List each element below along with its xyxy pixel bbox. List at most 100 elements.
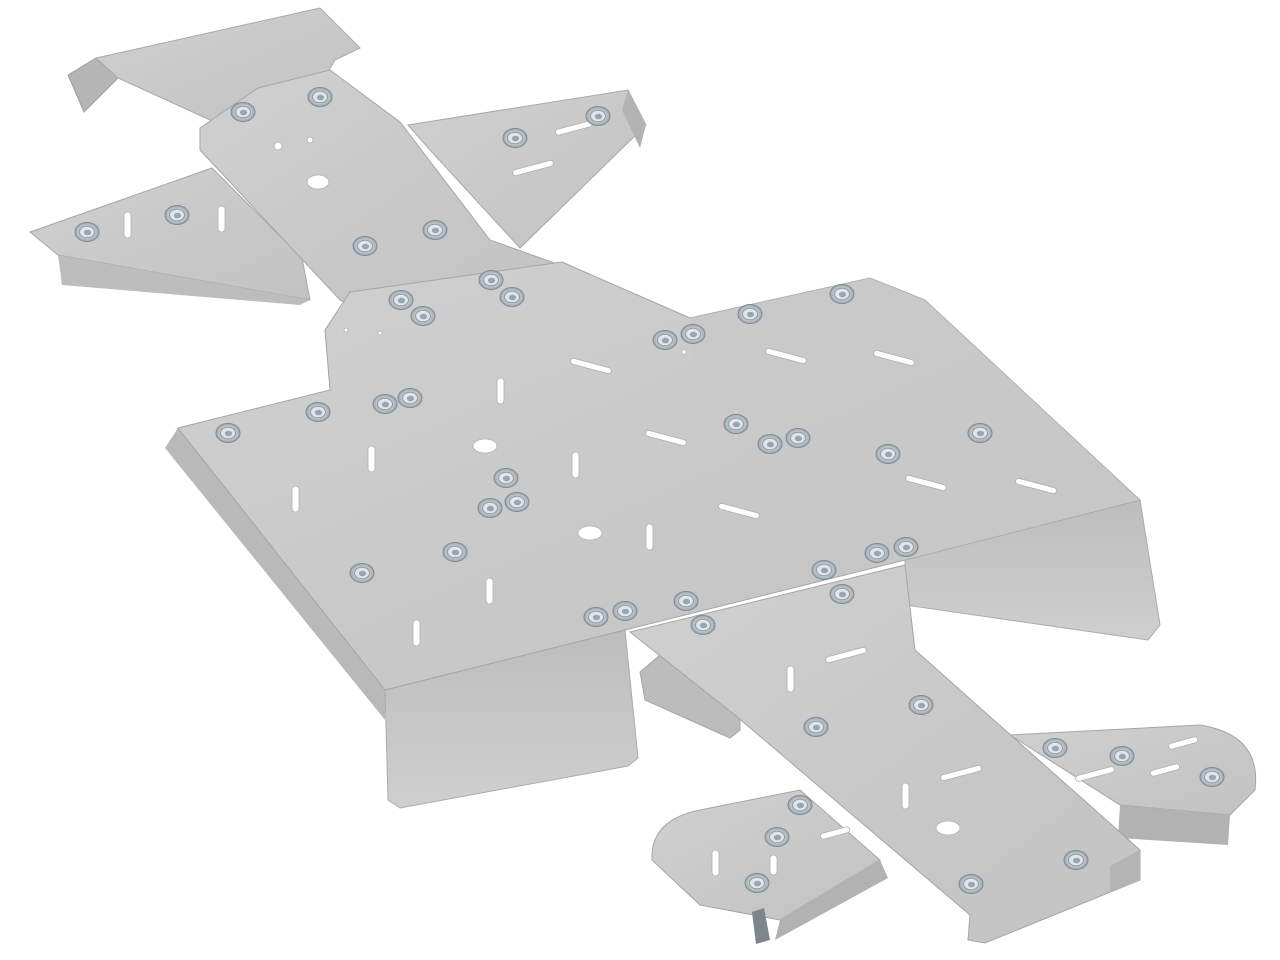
bolt-washer (74, 222, 100, 242)
slot (901, 782, 910, 810)
bolt-washer (893, 537, 919, 557)
bolt-washer (477, 498, 503, 518)
slot (645, 429, 687, 447)
hole (343, 327, 349, 333)
rear-right-arm-side (1118, 805, 1230, 845)
bolt-washer (1199, 767, 1225, 787)
hole (577, 525, 603, 541)
bolt-washer (372, 394, 398, 414)
rear-arm-plate (628, 564, 1257, 944)
hole (377, 330, 383, 336)
main-rear-panel (690, 278, 1140, 560)
slot (769, 854, 778, 876)
hole (306, 136, 314, 144)
bolt-washer (502, 128, 528, 148)
rear-hitch (752, 908, 770, 944)
slot (291, 485, 300, 513)
slot (825, 646, 867, 664)
bolt-washer (164, 205, 190, 225)
bolt-washer (967, 423, 993, 443)
bolt-washer (504, 492, 530, 512)
rear-left-arm (651, 789, 881, 921)
bolt-washer (680, 324, 706, 344)
bolt-washer (811, 560, 837, 580)
hole (273, 141, 283, 151)
rear-spine-side (1110, 850, 1140, 892)
slot (1168, 736, 1198, 750)
slot (217, 205, 226, 233)
bolt-washer (422, 220, 448, 240)
main-center-plate (165, 261, 1161, 809)
washers (74, 87, 1225, 894)
bolt-washer (305, 402, 331, 422)
bolt-washer (397, 388, 423, 408)
slot (940, 764, 982, 782)
bolt-washer (829, 584, 855, 604)
bolt-washer (690, 615, 716, 635)
bolt-washer (410, 306, 436, 326)
bolt-washer (958, 874, 984, 894)
bolt-washer (673, 591, 699, 611)
bolt-washer (908, 695, 934, 715)
slot (905, 474, 947, 492)
bolt-washer (787, 795, 813, 815)
slot (367, 445, 376, 473)
bolt-washer (723, 414, 749, 434)
slot (123, 211, 132, 239)
bolt-washer (864, 543, 890, 563)
slot (412, 619, 421, 647)
bolt-washer (803, 717, 829, 737)
bolt-washer (612, 601, 638, 621)
bolt-washer (785, 428, 811, 448)
front-arm-plate (28, 7, 647, 321)
front-spine (199, 69, 562, 321)
hole (681, 349, 687, 355)
right-front-wing-side (622, 90, 646, 148)
bolt-washer (744, 873, 770, 893)
bolt-washer (388, 290, 414, 310)
bolt-washer (442, 542, 468, 562)
slot (718, 502, 760, 520)
bolt-washer (349, 563, 375, 583)
slot (1150, 763, 1180, 777)
slot (645, 523, 654, 551)
bolt-washer (1042, 738, 1068, 758)
bolt-washer (757, 434, 783, 454)
bolt-washer (737, 304, 763, 324)
bolt-washer (478, 270, 504, 290)
slot (1015, 477, 1057, 495)
slot (512, 159, 554, 177)
slot (485, 577, 494, 605)
hole (306, 174, 330, 190)
slot (765, 347, 807, 365)
bolt-washer (230, 102, 256, 122)
bolt-washer (583, 607, 609, 627)
bolt-washer (652, 330, 678, 350)
bolt-washer (764, 827, 790, 847)
slots (123, 120, 1198, 877)
rear-right-arm (1008, 724, 1257, 816)
slot (496, 377, 505, 405)
main-left-wall (165, 428, 385, 720)
slot (711, 849, 720, 877)
bolt-washer (307, 87, 333, 107)
bolt-washer (493, 468, 519, 488)
rear-left-arm-side (775, 860, 888, 940)
bolt-washer (1109, 746, 1135, 766)
bolt-washer (215, 423, 241, 443)
bolt-washer (875, 444, 901, 464)
hole (935, 820, 961, 836)
slot (571, 451, 580, 479)
slot (820, 826, 850, 840)
bolt-washer (1063, 850, 1089, 870)
slot (873, 349, 915, 367)
bolt-washer (352, 236, 378, 256)
rear-spine (628, 564, 1141, 944)
bolt-washer (499, 287, 525, 307)
slot (1075, 766, 1115, 782)
bolt-washer (829, 284, 855, 304)
left-front-wing-side (58, 255, 310, 305)
slot (786, 665, 795, 693)
